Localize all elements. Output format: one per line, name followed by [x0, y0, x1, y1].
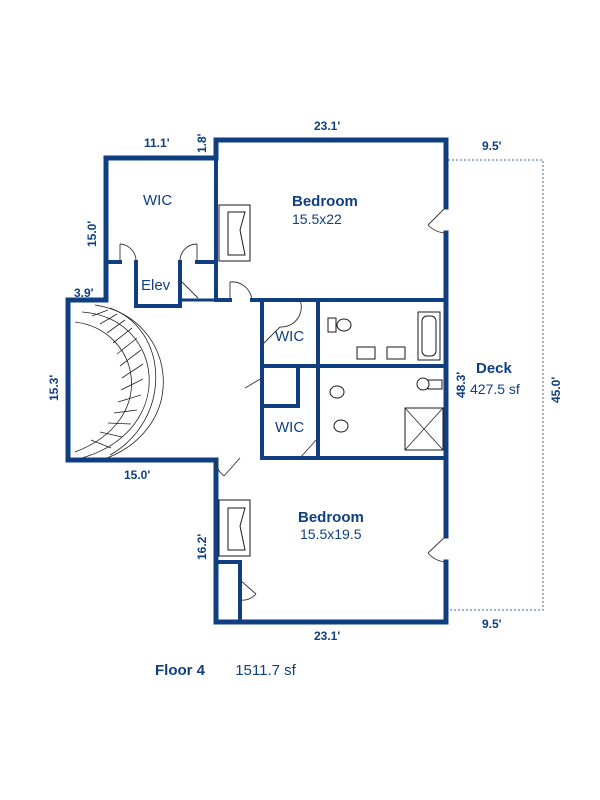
dim-right-total: 45.0': [549, 377, 563, 403]
dim-left-wic: 15.0': [85, 221, 99, 247]
floor-area: 1511.7 sf: [235, 662, 296, 679]
bedroom-top-size: 15.5x22: [292, 211, 342, 227]
windows: [330, 299, 410, 459]
wic-mid-upper-label: WIC: [275, 328, 304, 345]
dim-left-stair: 15.3': [47, 375, 61, 401]
bedroom-bottom-size: 15.5x19.5: [300, 526, 362, 542]
bedroom-bottom-name: Bedroom: [298, 509, 364, 526]
dim-top-deck: 9.5': [482, 139, 502, 153]
dim-top-left-width: 11.1': [144, 136, 170, 150]
fireplace-top: [218, 204, 251, 262]
dim-stair-bottom: 15.0': [124, 468, 150, 482]
dim-bottom-main: 23.1': [314, 629, 340, 643]
dim-top-small: 1.8': [195, 133, 209, 153]
bedroom-top-name: Bedroom: [292, 193, 358, 210]
deck-label: Deck: [476, 360, 513, 377]
curved-staircase: [74, 304, 164, 463]
floor-summary: Floor 4 1511.7 sf: [155, 662, 296, 679]
dim-left-elev: 3.9': [74, 286, 94, 300]
fireplace-bottom: [218, 499, 251, 557]
wic-mid-lower-label: WIC: [275, 419, 304, 436]
dim-bottom-deck: 9.5': [482, 617, 502, 631]
wic-top-label: WIC: [143, 192, 172, 209]
door-swings: [119, 206, 447, 601]
dim-top-main: 23.1': [314, 119, 340, 133]
dim-left-bedroom: 16.2': [195, 534, 209, 560]
elev-label: Elev: [141, 277, 171, 294]
deck-area: 427.5 sf: [470, 381, 520, 397]
dim-right-baths: 48.3': [454, 372, 468, 398]
bath-fixtures-upper: [327, 311, 441, 361]
deck-outline: [448, 159, 544, 611]
bath-fixtures-lower: [329, 377, 444, 451]
floor-label: Floor 4: [155, 662, 206, 679]
walls: [65, 137, 449, 625]
